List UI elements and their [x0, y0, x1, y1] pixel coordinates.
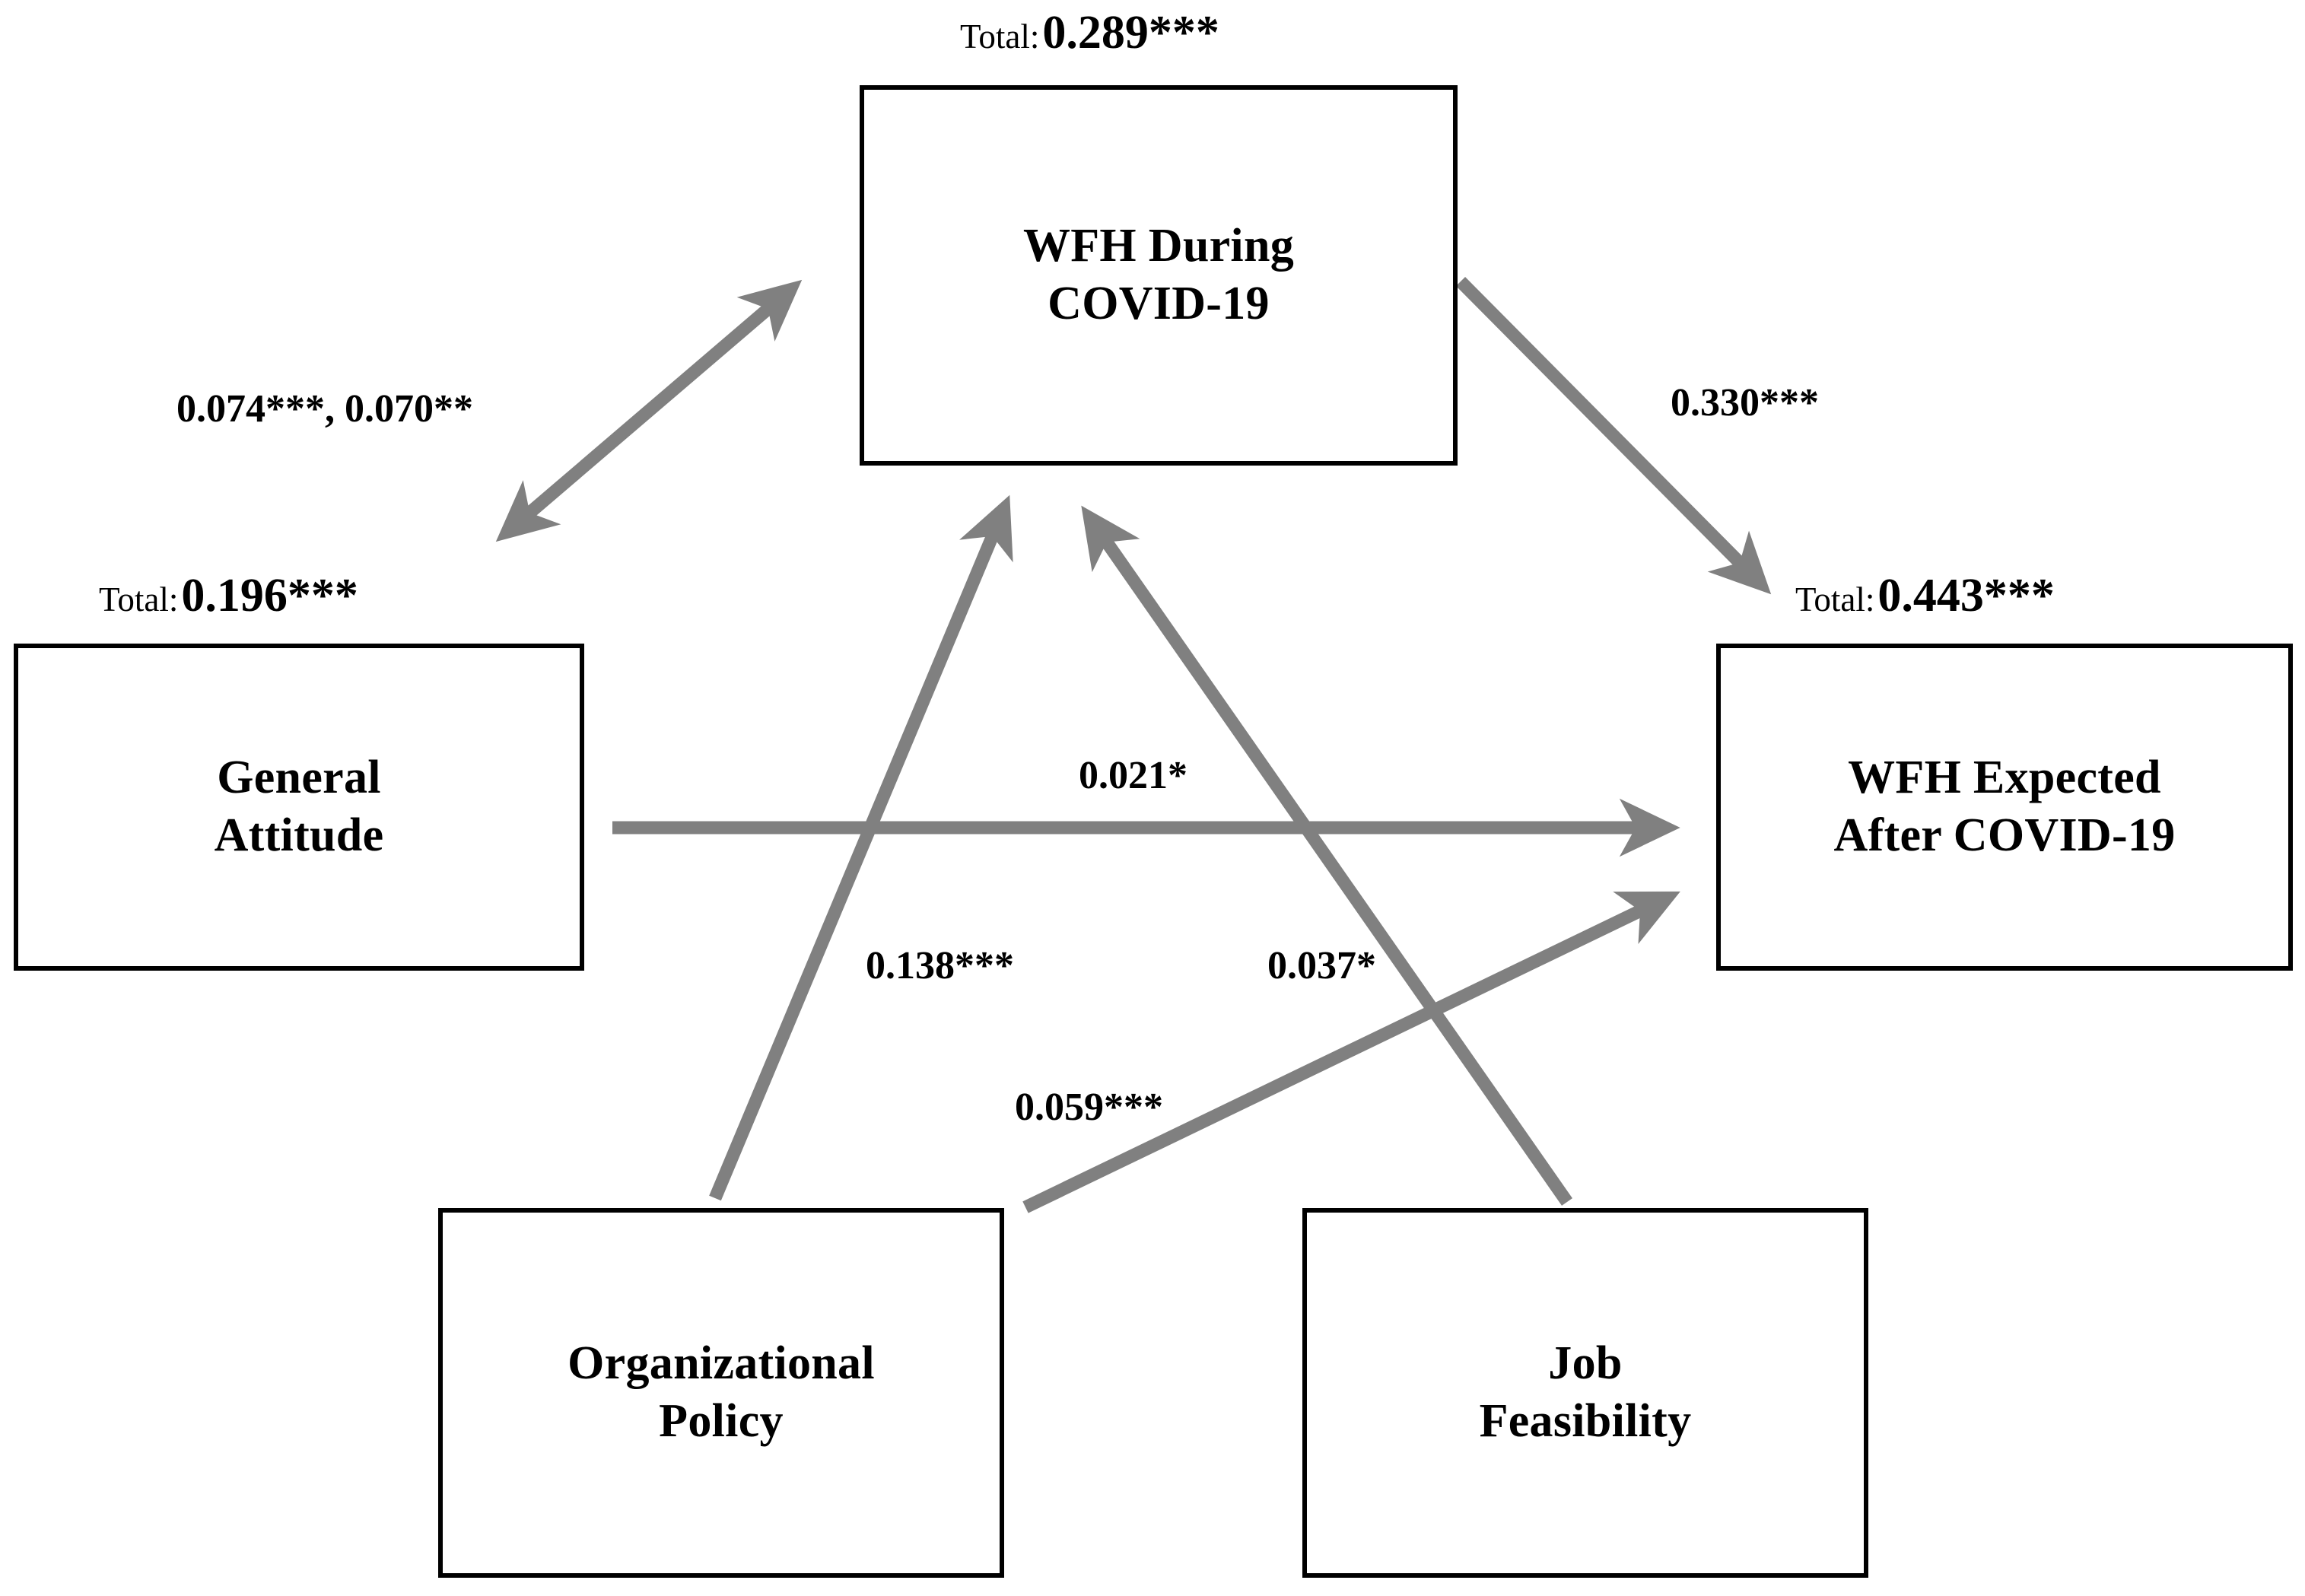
node-label-wfh-during: WFH During COVID-19	[1023, 218, 1294, 332]
node-label-job-feasibility-line1: Job	[1548, 1337, 1623, 1390]
node-general-attitude[interactable]: General Attitude	[14, 644, 584, 971]
edge-label-policy-wfh-during: 0.138***	[866, 944, 1014, 987]
node-label-general-attitude: General Attitude	[215, 749, 384, 864]
total-value-wfh-expected: 0.443***	[1877, 570, 2055, 622]
edge-wfh-during-wfh-expected	[1455, 277, 1772, 595]
node-label-organizational-policy: Organizational Policy	[568, 1335, 875, 1450]
node-label-job-feasibility: Job Feasibility	[1480, 1335, 1692, 1450]
node-label-wfh-expected-line2: After COVID-19	[1833, 809, 2176, 861]
node-label-wfh-during-line1: WFH During	[1022, 220, 1295, 272]
total-label-wfh-expected: Total:	[1795, 580, 1875, 618]
total-effect-wfh-during: Total: 0.289***	[960, 6, 1219, 60]
node-wfh-during-covid[interactable]: WFH During COVID-19	[860, 85, 1458, 466]
node-label-organizational-policy-line2: Policy	[659, 1395, 784, 1447]
node-organizational-policy[interactable]: Organizational Policy	[438, 1208, 1004, 1578]
node-label-job-feasibility-line2: Feasibility	[1479, 1395, 1692, 1447]
edge-label-policy-wfh-expected: 0.059***	[1015, 1086, 1163, 1129]
total-value-wfh-during: 0.289***	[1042, 7, 1219, 59]
total-effect-wfh-expected: Total: 0.443***	[1795, 569, 2055, 623]
node-label-wfh-expected: WFH Expected After COVID-19	[1833, 749, 2175, 864]
edge-label-attitude-wfh-during: 0.074***, 0.070**	[176, 387, 473, 431]
edge-attitude-wfh-during	[495, 279, 803, 542]
node-label-general-attitude-line2: Attitude	[214, 809, 384, 861]
edge-feasibility-wfh-during	[1081, 505, 1572, 1206]
total-label-general-attitude: Total:	[99, 580, 179, 618]
node-wfh-expected-after-covid[interactable]: WFH Expected After COVID-19	[1716, 644, 2293, 971]
total-label-wfh-during: Total:	[960, 17, 1040, 56]
node-label-general-attitude-line1: General	[217, 752, 381, 804]
edge-policy-wfh-during	[709, 494, 1013, 1201]
node-label-organizational-policy-line1: Organizational	[568, 1337, 875, 1390]
node-label-wfh-expected-line1: WFH Expected	[1848, 752, 2161, 804]
node-label-wfh-during-line2: COVID-19	[1048, 278, 1270, 329]
edge-label-wfh-during-wfh-expected: 0.330***	[1671, 381, 1819, 424]
edge-policy-wfh-expected	[1022, 891, 1680, 1213]
node-job-feasibility[interactable]: Job Feasibility	[1302, 1208, 1868, 1578]
edge-label-feasibility-wfh-during: 0.037*	[1267, 944, 1376, 987]
total-effect-general-attitude: Total: 0.196***	[99, 569, 358, 623]
edge-label-attitude-wfh-expected: 0.021*	[1079, 754, 1187, 797]
total-value-general-attitude: 0.196***	[181, 570, 358, 622]
